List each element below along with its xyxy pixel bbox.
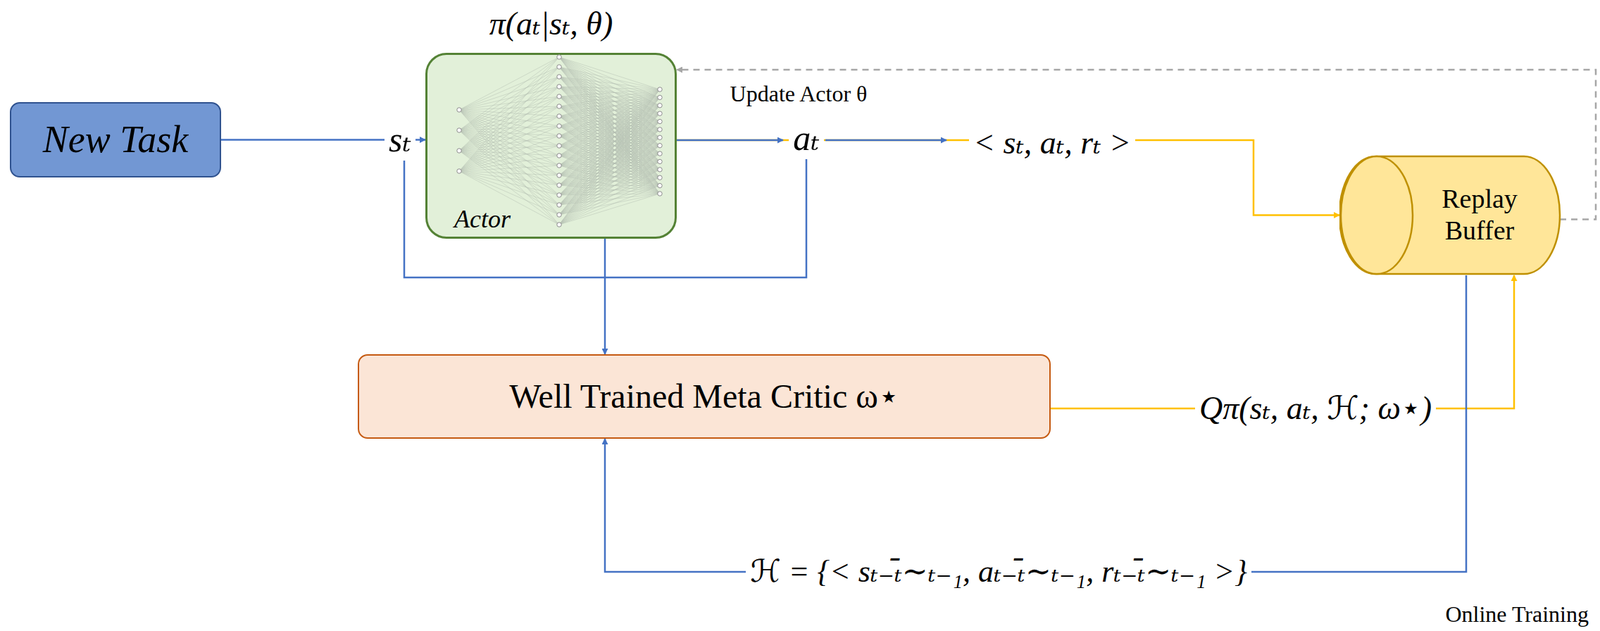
task-box: New Task [9, 102, 222, 178]
actor-network-box: π(aₜ|sₜ, θ)Actor [425, 52, 677, 239]
edge-label: Update Actor θ [726, 80, 872, 108]
task-name: New Task [11, 119, 220, 161]
network-weights [459, 57, 660, 225]
flow-connector [1050, 275, 1515, 409]
network-neurons [457, 54, 662, 227]
actor-label: Actor [451, 205, 514, 234]
policy-heading: π(aₜ|sₜ, θ) [385, 5, 717, 43]
cylinder-shape [1339, 154, 1562, 276]
critic-name: Well Trained Meta Critic ω⋆ [359, 378, 1050, 416]
flow-connector [604, 238, 607, 355]
transition-tuple: < sₜ, aₜ, rₜ > [969, 124, 1136, 162]
action-symbol: aₜ [788, 118, 824, 160]
replay-buffer-cylinder: Replay Buffer [1339, 154, 1562, 276]
buffer-name: Replay Buffer [1412, 183, 1547, 248]
tuple-arrow [825, 139, 947, 142]
action-arrow [676, 139, 784, 142]
meta-critic-box: Well Trained Meta Critic ω⋆ [357, 354, 1051, 439]
online-training-note: Online Training [1440, 601, 1593, 628]
q-value-output: Qπ(sₜ, aₜ, ℋ; ω⋆) [1195, 390, 1436, 428]
state-symbol: sₜ [384, 119, 416, 161]
history-set: ℋ = {< sₜ₋ₜ̄∼ₜ₋₁, aₜ₋ₜ̄∼ₜ₋₁, rₜ₋ₜ̄∼ₜ₋₁ >… [745, 554, 1251, 591]
